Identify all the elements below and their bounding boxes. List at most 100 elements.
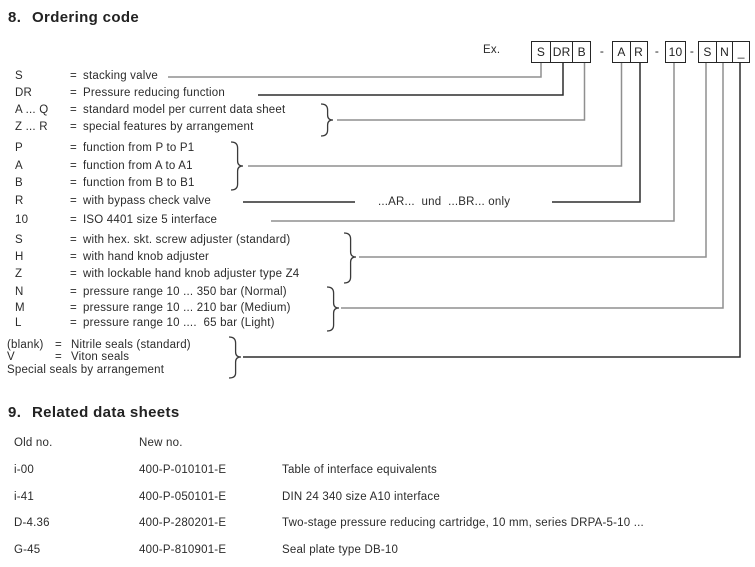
ordering-row-equals: = [70, 302, 77, 314]
ordering-row-code: S [15, 234, 23, 246]
related-description: Table of interface equivalents [282, 464, 437, 476]
ordering-row-equals: = [55, 351, 62, 363]
ordering-row-code: Special seals by arrangement [7, 364, 165, 376]
ordering-row-equals: = [70, 87, 77, 99]
ordering-row-code: H [15, 251, 24, 263]
code-box-cell: N [715, 41, 734, 63]
ordering-row-description: pressure range 10 ... 350 bar (Normal) [83, 286, 287, 298]
related-table-row: i-00 400-P-010101-E Table of interface equ… [0, 463, 755, 477]
example-label: Ex. [483, 44, 501, 56]
ordering-row-description: pressure range 10 .... 65 bar (Light) [83, 317, 275, 329]
code-box-cell: S [698, 41, 717, 63]
ordering-row: S = stacking valve [0, 69, 755, 83]
related-table-row: i-41 400-P-050101-E DIN 24 340 size A10 in… [0, 490, 755, 504]
ordering-row-code: A ... Q [15, 104, 49, 116]
col-header-new-no: New no. [139, 437, 183, 449]
ordering-row: Z=with lockable hand knob adjuster type … [0, 267, 755, 281]
ordering-row-code: (blank) [7, 339, 44, 351]
ordering-row: Special seals by arrangement [0, 363, 755, 377]
ordering-row-code: A [15, 160, 23, 172]
ordering-row: Z ... R=special features by arrangement [0, 120, 755, 134]
ordering-row: H = with hand knob adjuster [0, 250, 755, 264]
related-old-no: G-45 [14, 544, 41, 556]
ordering-row-code: N [15, 286, 24, 298]
code-box-cell: S [531, 41, 551, 63]
code-box-cell: 10 [665, 41, 686, 63]
ordering-row-description: ISO 4401 size 5 interface [83, 214, 218, 226]
ordering-row-code: Z ... R [15, 121, 48, 133]
ordering-row: A ... Q = standard model per current data … [0, 103, 755, 117]
code-box-cell: R [629, 41, 648, 63]
ordering-row-equals: = [55, 339, 62, 351]
ordering-row: 10 = ISO 4401 size 5 interface [0, 213, 755, 227]
ordering-row-description: function from B to B1 [83, 177, 195, 189]
ordering-row-equals: = [70, 160, 77, 172]
ordering-row: B = function from B to B1 [0, 176, 755, 190]
ordering-row-description: stacking valve [83, 70, 159, 82]
code-separator: - [689, 44, 695, 58]
ordering-row: DR = Pressure reducing function [0, 86, 755, 100]
ordering-row: V=Viton seals [0, 350, 755, 364]
ordering-row-equals: = [70, 70, 77, 82]
ordering-row-description: function from A to A1 [83, 160, 193, 172]
section9-number: 9. [8, 404, 22, 421]
ordering-row-code: 10 [15, 214, 29, 226]
ordering-row-equals: = [70, 214, 77, 226]
related-table-row: D-4.36 400-P-280201-E Two-stage pressure r… [0, 516, 755, 530]
ordering-row-equals: = [70, 234, 77, 246]
related-new-no: 400-P-810901-E [139, 544, 227, 556]
code-box-cell: DR [549, 41, 574, 63]
ordering-row-code: S [15, 70, 23, 82]
ordering-row-code: L [15, 317, 22, 329]
related-old-no: i-00 [14, 464, 34, 476]
ordering-row-description: with lockable hand knob adjuster type Z4 [83, 268, 300, 280]
code-box-group: 10 [665, 41, 686, 63]
ordering-row: A = function from A to A1 [0, 159, 755, 173]
related-new-no: 400-P-280201-E [139, 517, 227, 529]
bypass-note: ...AR... und ...BR... only [378, 196, 511, 208]
ordering-row-code: DR [15, 87, 33, 99]
ordering-row-code: M [15, 302, 25, 314]
ordering-row-description: Viton seals [71, 351, 130, 363]
ordering-row: L = pressure range 10 .... 65 bar (Light) [0, 316, 755, 330]
ordering-row: P=function from P to P1 [0, 141, 755, 155]
related-old-no: i-41 [14, 491, 34, 503]
ordering-row-equals: = [70, 251, 77, 263]
related-new-no: 400-P-010101-E [139, 464, 227, 476]
ordering-row-description: with bypass check valve [83, 195, 211, 207]
code-separator: - [599, 44, 605, 58]
ordering-row-code: P [15, 142, 23, 154]
ordering-row-description: with hand knob adjuster [83, 251, 210, 263]
code-box-cell: A [612, 41, 631, 63]
related-description: DIN 24 340 size A10 interface [282, 491, 440, 503]
ordering-row-equals: = [70, 286, 77, 298]
related-new-no: 400-P-050101-E [139, 491, 227, 503]
related-description: Two-stage pressure reducing cartridge, 1… [282, 517, 644, 529]
ordering-row-description: standard model per current data sheet [83, 104, 286, 116]
related-old-no: D-4.36 [14, 517, 50, 529]
col-header-old-no: Old no. [14, 437, 53, 449]
section8-heading: Ordering code [32, 9, 140, 26]
ordering-row: R = with bypass check valve [0, 194, 755, 208]
ordering-row: S=with hex. skt. screw adjuster (standar… [0, 233, 755, 247]
ordering-row-equals: = [70, 177, 77, 189]
ordering-row-equals: = [70, 195, 77, 207]
ordering-row-description: Pressure reducing function [83, 87, 225, 99]
ordering-row: N = pressure range 10 ... 350 bar (Normal) [0, 285, 755, 299]
related-table-header: Old no. New no. [0, 436, 755, 450]
ordering-row-equals: = [70, 268, 77, 280]
section9-title: 9. Related data sheets [8, 404, 179, 472]
ordering-row-code: R [15, 195, 24, 207]
ordering-row-code: B [15, 177, 23, 189]
ordering-row-description: special features by arrangement [83, 121, 254, 133]
section8-title: 8. Ordering code [8, 9, 139, 77]
code-separator: - [654, 44, 660, 58]
code-box-cell: B [572, 41, 592, 63]
section9-heading: Related data sheets [32, 404, 180, 421]
ordering-row-equals: = [70, 104, 77, 116]
ordering-row-equals: = [70, 317, 77, 329]
